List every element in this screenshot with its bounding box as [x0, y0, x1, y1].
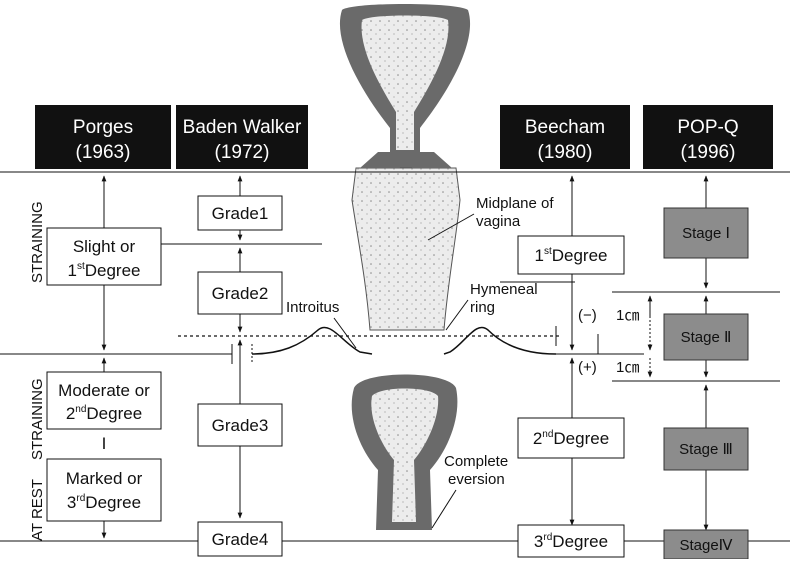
porges-second-line1: Moderate or	[58, 381, 150, 400]
complete-eversion-leader	[432, 490, 456, 528]
complete-eversion-line1: Complete	[444, 453, 508, 470]
popq-stage4-box: StageⅣ	[664, 530, 748, 559]
bw-grade3-label: Grade3	[212, 416, 269, 435]
bw-grade2-box: Grade2	[198, 272, 282, 314]
header-beecham-name: Beecham	[525, 117, 605, 138]
plus-label: (+)	[578, 359, 597, 376]
header-popq-name: POP-Q	[677, 117, 738, 138]
header-popq: POP-Q (1996)	[643, 105, 773, 169]
header-baden-walker-year: (1972)	[215, 142, 270, 163]
beecham-third-degree-box: 3rdDegree	[518, 525, 624, 557]
porges-third-degree-box: Marked or 3rdDegree	[47, 459, 161, 521]
header-porges: Porges (1963)	[35, 105, 171, 169]
midplane-label-line1: Midplane of	[476, 195, 554, 212]
header-porges-year: (1963)	[76, 142, 131, 163]
header-baden-walker: Baden Walker (1972)	[176, 105, 308, 169]
porges-first-line1: Slight or	[73, 237, 136, 256]
header-baden-walker-name: Baden Walker	[183, 117, 302, 138]
porges-separator: I	[102, 434, 107, 453]
hymeneal-label-line2: ring	[470, 299, 495, 316]
header-porges-name: Porges	[73, 117, 133, 138]
perineum-curve	[252, 327, 556, 354]
beecham-first-degree-box: 1stDegree	[518, 236, 624, 274]
bw-grade4-box: Grade4	[198, 522, 282, 556]
header-popq-year: (1996)	[681, 142, 736, 163]
hymeneal-label-line1: Hymeneal	[470, 281, 538, 298]
complete-eversion-line2: eversion	[448, 471, 505, 488]
side-label-at-rest: AT REST	[29, 479, 46, 541]
porges-second-degree-box: Moderate or 2ndDegree	[47, 372, 161, 429]
vagina-prolapse-illustration	[352, 152, 460, 330]
introitus-label: Introitus	[286, 299, 339, 316]
midplane-label-line2: vagina	[476, 213, 521, 230]
uterus-bottom-illustration	[352, 375, 458, 531]
header-beecham: Beecham (1980)	[500, 105, 630, 169]
porges-first-degree-box: Slight or 1stDegree	[47, 228, 161, 285]
popq-stage3-label: Stage Ⅲ	[679, 441, 733, 458]
side-label-straining-top: STRAINING	[29, 201, 46, 283]
uterus-top-illustration	[340, 4, 470, 168]
hymeneal-leader	[446, 300, 468, 330]
bw-grade1-box: Grade1	[198, 196, 282, 230]
introitus-leader	[334, 318, 356, 348]
popq-stage1-box: Stage Ⅰ	[664, 208, 748, 258]
bw-grade2-label: Grade2	[212, 284, 269, 303]
header-beecham-year: (1980)	[538, 142, 593, 163]
porges-third-line1: Marked or	[66, 469, 143, 488]
plus-distance: 1㎝	[616, 359, 639, 376]
minus-label: (−)	[578, 307, 597, 324]
side-label-straining-bottom: STRAINING	[29, 378, 46, 460]
popq-stage2-label: Stage Ⅱ	[681, 329, 732, 346]
popq-stage2-box: Stage Ⅱ	[664, 314, 748, 360]
bw-grade3-box: Grade3	[198, 404, 282, 446]
minus-distance: 1㎝	[616, 307, 639, 324]
popq-stage3-box: Stage Ⅲ	[664, 428, 748, 470]
bw-grade4-label: Grade4	[212, 530, 269, 549]
popq-stage4-label: StageⅣ	[679, 537, 732, 554]
popq-stage1-label: Stage Ⅰ	[682, 225, 730, 242]
bw-grade1-label: Grade1	[212, 204, 269, 223]
beecham-second-degree-box: 2ndDegree	[518, 418, 624, 458]
